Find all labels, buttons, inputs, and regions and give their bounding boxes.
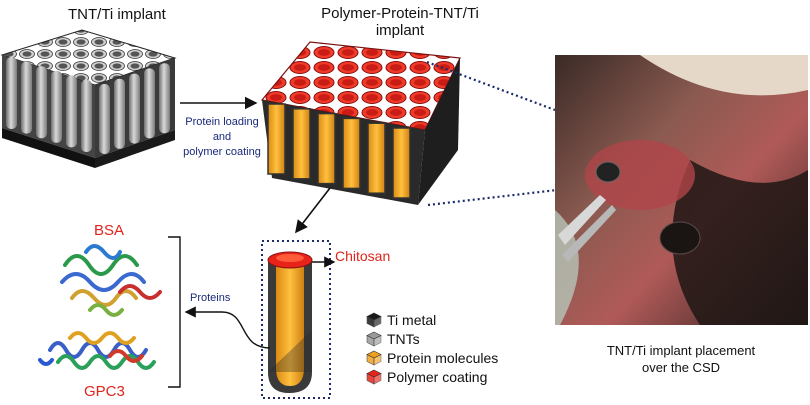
polymer-cube-icon (366, 369, 382, 385)
nanotube-column (129, 73, 140, 144)
nanotube-column (21, 61, 32, 134)
coated-nanotube-column (367, 122, 386, 194)
protein-cube-icon (366, 350, 382, 366)
legend-label: Ti metal (387, 312, 437, 328)
photo-caption-line2: over the CSD (641, 360, 721, 375)
process-label-line2: and (212, 131, 232, 143)
photo-caption-line1: TNT/Ti implant placement (606, 343, 756, 358)
proteins-label: Proteins (190, 292, 231, 304)
nanotube-column (99, 84, 110, 154)
surgery-photo (555, 55, 808, 325)
nanotube-column (144, 68, 155, 139)
polymer-implant-label-line2: implant (375, 22, 425, 39)
zoom-line-bottom (427, 183, 601, 207)
process-label-line1: Protein loading (185, 116, 259, 128)
coated-nanotube-column (342, 117, 361, 190)
nanotube-column (159, 63, 170, 134)
nanotube-column (51, 70, 62, 143)
polymer-implant-label: Polymer-Protein-TNT/Ti implant (300, 5, 500, 39)
zoom-arrow (295, 187, 331, 234)
gpc3-label: GPC3 (84, 383, 125, 400)
single-nanotube-icon (267, 251, 313, 393)
photo-caption: TNT/Ti implant placement over the CSD (556, 342, 806, 376)
nanotube-column (114, 78, 125, 149)
nanotube-detail-box (261, 240, 331, 399)
bsa-protein-structure (60, 244, 162, 317)
coated-nanotube-column (292, 108, 311, 180)
tnts-cube-icon (366, 331, 382, 347)
legend-label: Protein molecules (387, 350, 499, 366)
tnt-implant-label: TNT/Ti implant (68, 6, 166, 23)
coated-nanotube-column (392, 127, 411, 199)
coated-block-icon (260, 41, 461, 205)
bsa-label: BSA (94, 222, 125, 239)
proteins-bracket (168, 236, 181, 388)
polymer-implant-label-line1: Polymer-Protein-TNT/Ti (321, 5, 479, 22)
ti-metal-cube-icon (366, 312, 382, 328)
coated-nanotube-column (317, 112, 336, 185)
nanotube-column (81, 80, 92, 152)
process-label: Protein loading and polymer coating (176, 115, 268, 160)
gpc3-protein-structure (38, 331, 156, 370)
legend-label: Polymer coating (387, 369, 488, 385)
legend-label: TNTs (387, 331, 420, 347)
nanotube-column (36, 66, 47, 139)
nanotube-column (66, 75, 77, 148)
chitosan-label: Chitosan (335, 248, 391, 264)
proteins-pointer (184, 306, 271, 349)
coated-nanotube-column (267, 103, 286, 175)
tnt-array-icon (0, 29, 177, 168)
process-label-line3: polymer coating (183, 146, 261, 158)
nanotube-column (6, 57, 17, 129)
